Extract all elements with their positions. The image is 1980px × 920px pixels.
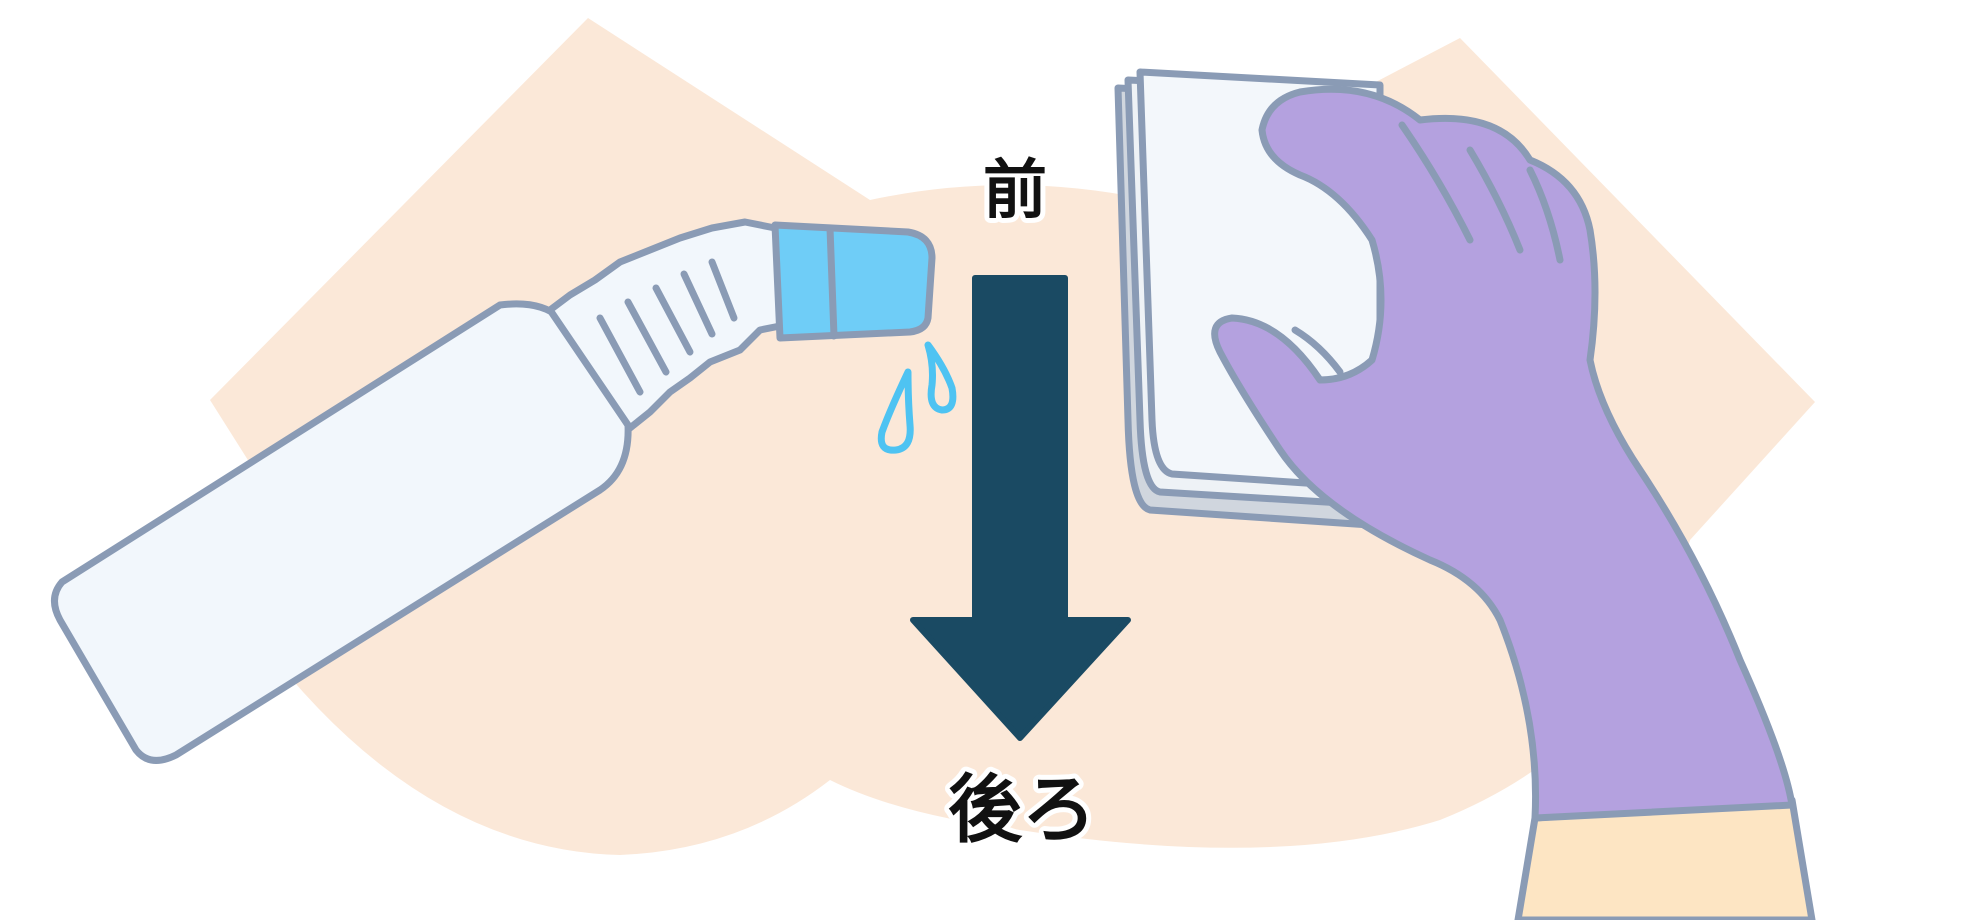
water-drop-icon <box>877 341 957 454</box>
back-label: 後ろ <box>948 767 1096 853</box>
squeeze-bottle-icon <box>51 218 936 764</box>
arrow-down-icon <box>910 275 1131 741</box>
bottle-ribs <box>596 258 738 396</box>
glove-creases <box>1291 121 1564 376</box>
gloved-hand-icon <box>1211 85 1816 920</box>
front-label: 前 <box>983 154 1047 228</box>
